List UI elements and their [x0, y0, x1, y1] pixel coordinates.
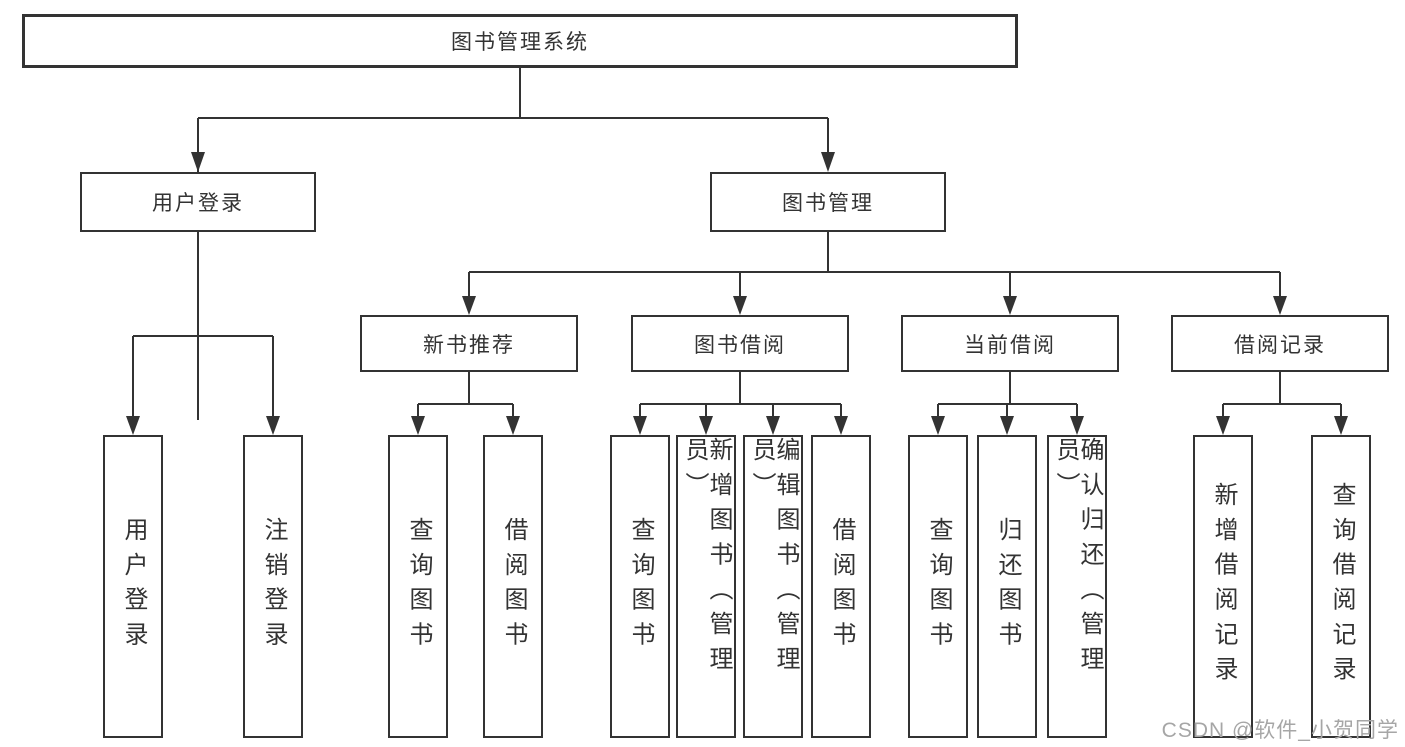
leaf-query-borrow-record: 查询借阅记录 — [1311, 435, 1371, 738]
leaf-borrow-book-borrow: 借阅图书 — [811, 435, 871, 738]
leaf-query-book-current: 查询图书 — [908, 435, 968, 738]
arrowheads — [126, 152, 1348, 435]
node-book-management: 图书管理 — [710, 172, 946, 232]
node-user-login: 用户登录 — [80, 172, 316, 232]
leaf-query-book-borrow: 查询图书 — [610, 435, 670, 738]
node-new-book-recommend: 新书推荐 — [360, 315, 578, 372]
leaf-add-borrow-record: 新增借阅记录 — [1193, 435, 1253, 738]
leaf-edit-book-admin: 编辑图书（管理员） — [743, 435, 803, 738]
leaf-confirm-return-admin: 确认归还（管理员） — [1047, 435, 1107, 738]
csdn-watermark: CSDN @软件_小贺同学 — [1161, 719, 1399, 742]
node-root: 图书管理系统 — [22, 14, 1018, 68]
node-borrow-records: 借阅记录 — [1171, 315, 1389, 372]
leaf-query-book-recommend: 查询图书 — [388, 435, 448, 738]
leaf-borrow-book-recommend: 借阅图书 — [483, 435, 543, 738]
leaf-user-login: 用户登录 — [103, 435, 163, 738]
connector-stems — [132, 118, 1342, 417]
node-book-borrow: 图书借阅 — [631, 315, 849, 372]
leaf-add-book-admin: 新增图书（管理员） — [676, 435, 736, 738]
leaf-logout: 注销登录 — [243, 435, 303, 738]
node-current-borrow: 当前借阅 — [901, 315, 1119, 372]
leaf-return-book: 归还图书 — [977, 435, 1037, 738]
connector-root-to-level2 — [197, 68, 829, 420]
